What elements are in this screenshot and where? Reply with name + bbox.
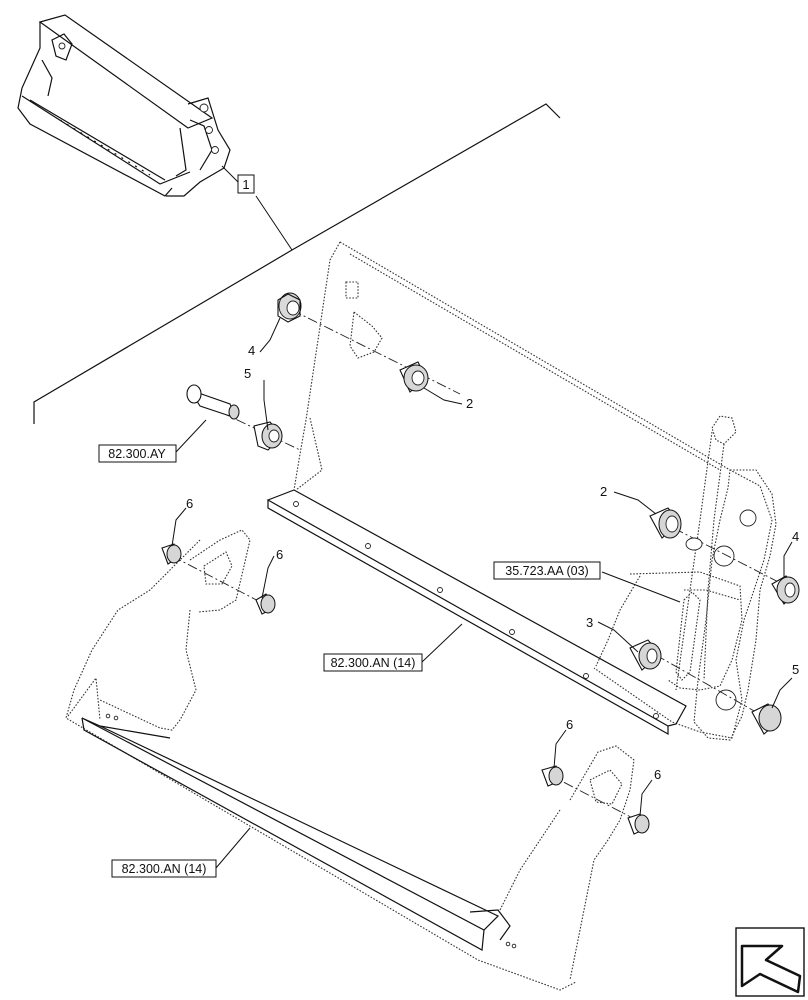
bushing-6-lower-left: [541, 765, 564, 787]
callout-3: 3: [586, 615, 593, 630]
bushing-5-right: [751, 703, 782, 735]
reference-an-lower-text: 82.300.AN (14): [122, 862, 207, 876]
wear-plate-upper: [266, 489, 687, 736]
reference-aa[interactable]: 35.723.AA (03): [493, 561, 601, 580]
callout-1-group: 1: [221, 165, 255, 194]
arrow-icon[interactable]: [735, 927, 805, 997]
bushing-2-upper: [399, 361, 429, 393]
callout-5-left: 5: [244, 366, 251, 381]
callout-1: 1: [242, 177, 249, 192]
callout-6-lower-left: 6: [566, 717, 573, 732]
bushing-6-upper-left: [161, 543, 182, 565]
callout-6-lower-right: 6: [654, 767, 661, 782]
reference-ay-text: 82.300.AY: [108, 447, 166, 461]
reference-an-upper[interactable]: 82.300.AN (14): [323, 653, 423, 672]
callout-4-left: 4: [248, 343, 255, 358]
callout-6-upper-left: 6: [186, 496, 193, 511]
bucket-back-plate: [293, 241, 777, 741]
center-lines: [171, 309, 791, 827]
bucket-thumbnail: [17, 14, 231, 197]
callout-4-right: 4: [792, 529, 799, 544]
callout-5-right: 5: [792, 662, 799, 677]
break-line: [33, 103, 561, 424]
pin-ay: [186, 384, 240, 420]
bushing-5-left: [253, 421, 283, 451]
reference-ay[interactable]: 82.300.AY: [98, 444, 177, 463]
callout-2-right: 2: [600, 484, 607, 499]
reference-aa-text: 35.723.AA (03): [505, 564, 588, 578]
reference-an-lower[interactable]: 82.300.AN (14): [111, 859, 217, 878]
bushing-4-left: [277, 292, 302, 323]
callout-2-upper: 2: [466, 396, 473, 411]
bushing-4-right: [771, 575, 800, 605]
bushing-3: [629, 639, 662, 671]
hydraulic-cylinder: [595, 571, 743, 691]
callout-6-upper-right: 6: [276, 547, 283, 562]
bushing-6-lower-right: [627, 813, 650, 835]
bushing-2-right: [649, 507, 703, 551]
callout-leaders: [171, 317, 793, 869]
cutting-edge-lower: [81, 713, 517, 951]
bushing-6-upper-right: [255, 593, 276, 615]
bucket-body: [65, 529, 635, 991]
reference-an-upper-text: 82.300.AN (14): [331, 656, 416, 670]
